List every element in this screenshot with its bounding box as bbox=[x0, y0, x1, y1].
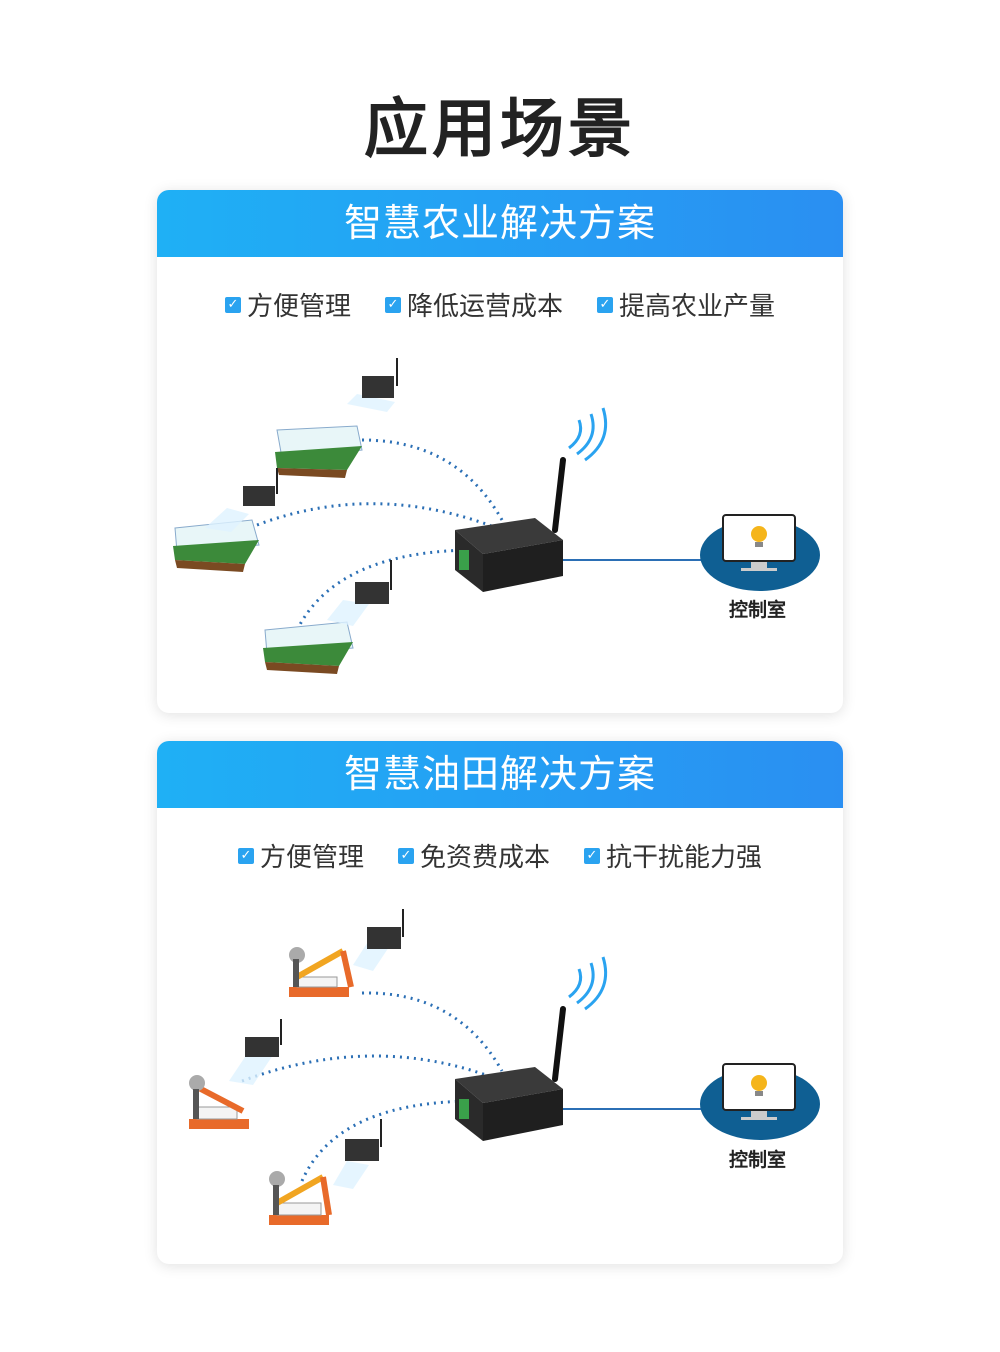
feature-item: ✓方便管理 bbox=[224, 286, 351, 323]
card-header: 智慧农业解决方案 bbox=[157, 190, 843, 257]
feature-list: ✓方便管理 ✓免资费成本 ✓抗干扰能力强 bbox=[157, 837, 843, 874]
oil-pump-icon bbox=[269, 1119, 382, 1225]
feature-item: ✓方便管理 bbox=[237, 837, 364, 874]
greenhouse-icon bbox=[263, 560, 392, 674]
control-room-monitor-icon bbox=[700, 514, 820, 591]
control-room-label: 控制室 bbox=[729, 599, 787, 621]
feature-item: ✓提高农业产量 bbox=[597, 286, 775, 323]
control-room-monitor-icon bbox=[700, 1063, 820, 1140]
checkbox-icon: ✓ bbox=[397, 847, 414, 864]
greenhouse-icon bbox=[173, 468, 278, 572]
gateway-device-icon bbox=[455, 956, 608, 1141]
checkbox-icon: ✓ bbox=[224, 296, 241, 313]
oil-pump-icon bbox=[289, 909, 404, 997]
agriculture-diagram bbox=[173, 358, 820, 674]
agriculture-card: 智慧农业解决方案 ✓方便管理 ✓降低运营成本 ✓提高农业产量 bbox=[157, 190, 843, 713]
checkbox-icon: ✓ bbox=[237, 847, 254, 864]
oilfield-card: 智慧油田解决方案 ✓方便管理 ✓免资费成本 ✓抗干扰能力强 bbox=[157, 741, 843, 1264]
checkbox-icon: ✓ bbox=[384, 296, 401, 313]
feature-item: ✓免资费成本 bbox=[397, 837, 550, 874]
checkbox-icon: ✓ bbox=[584, 847, 600, 864]
control-room-label: 控制室 bbox=[729, 1149, 787, 1171]
checkbox-icon: ✓ bbox=[597, 296, 613, 313]
card-header: 智慧油田解决方案 bbox=[157, 741, 843, 808]
oil-pump-icon bbox=[189, 1019, 282, 1129]
feature-list: ✓方便管理 ✓降低运营成本 ✓提高农业产量 bbox=[157, 286, 843, 323]
gateway-device-icon bbox=[455, 407, 608, 592]
feature-item: ✓抗干扰能力强 bbox=[584, 837, 762, 874]
oilfield-diagram bbox=[189, 909, 820, 1225]
greenhouse-icon bbox=[275, 358, 398, 478]
page-title: 应用场景 bbox=[364, 93, 636, 167]
feature-item: ✓降低运营成本 bbox=[384, 286, 563, 323]
